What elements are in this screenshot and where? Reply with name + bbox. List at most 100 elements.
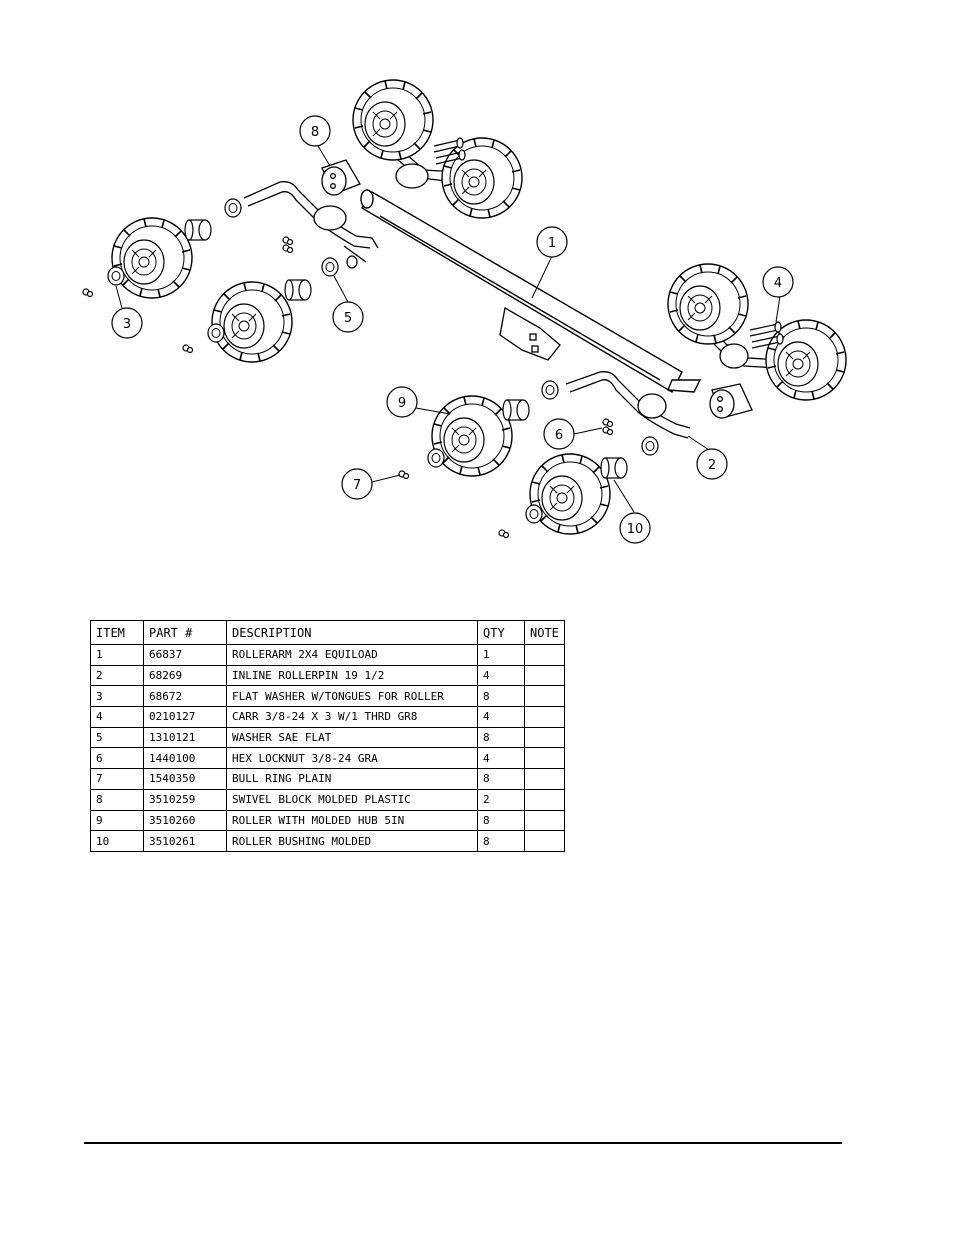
bushing-left-upper	[184, 219, 212, 241]
cell-description: INLINE ROLLERPIN 19 1/2	[226, 664, 478, 687]
washer-2	[321, 257, 339, 277]
cell-item: 7	[90, 768, 144, 790]
cell-qty: 8	[477, 726, 525, 749]
header-description: DESCRIPTION	[226, 620, 478, 645]
bushing-bottom	[600, 457, 628, 479]
callout-6: 6	[543, 418, 575, 450]
cell-qty: 4	[477, 664, 525, 687]
callout-7: 7	[341, 468, 373, 500]
cell-note	[524, 768, 565, 790]
cell-qty: 8	[477, 809, 525, 832]
mounting-bracket	[499, 306, 561, 361]
svg-text:9: 9	[398, 396, 406, 411]
roller-left-upper	[111, 217, 193, 299]
washer-4	[207, 323, 225, 343]
cell-note	[524, 830, 565, 852]
svg-text:8: 8	[311, 125, 319, 140]
bull-ring-3	[398, 470, 410, 480]
carriage-bolts-right	[749, 321, 784, 349]
roller-top-left	[352, 79, 434, 161]
swivel-block-lower	[709, 383, 753, 419]
bushing-center	[502, 399, 530, 421]
callout-9: 9	[386, 386, 418, 418]
cell-part-number: 3510260	[143, 809, 227, 832]
svg-text:10: 10	[627, 522, 644, 537]
cell-part-number: 1310121	[143, 726, 227, 749]
roller-top-right	[441, 137, 523, 219]
svg-text:4: 4	[774, 276, 782, 291]
cell-qty: 2	[477, 788, 525, 811]
cell-qty: 8	[477, 830, 525, 852]
table-row: 6 1440100 HEX LOCKNUT 3/8-24 GRA 4	[90, 747, 565, 770]
cell-part-number: 3510261	[143, 830, 227, 852]
cell-qty: 4	[477, 747, 525, 770]
callout-2: 2	[696, 448, 728, 480]
cell-qty: 8	[477, 768, 525, 790]
callout-10: 10	[619, 512, 651, 544]
washer-6	[641, 436, 659, 456]
roller-right-upper	[667, 263, 749, 345]
header-qty: QTY	[477, 620, 525, 645]
svg-text:5: 5	[344, 311, 352, 326]
cell-part-number: 1440100	[143, 747, 227, 770]
exploded-assembly-diagram: 1 2 3 4 5 6 7 8 9 10	[82, 79, 847, 544]
cell-item: 4	[90, 706, 144, 728]
cell-item: 2	[90, 664, 144, 687]
washer-3	[107, 266, 125, 286]
callout-4: 4	[762, 266, 794, 298]
cell-description: ROLLERARM 2X4 EQUILOAD	[226, 644, 478, 666]
footer-divider	[84, 1142, 842, 1144]
cell-description: ROLLER BUSHING MOLDED	[226, 830, 478, 852]
table-row: 10 3510261 ROLLER BUSHING MOLDED 8	[90, 830, 565, 852]
parts-list-table: ITEM PART # DESCRIPTION QTY NOTE 1 66837…	[90, 620, 565, 852]
cell-description: WASHER SAE FLAT	[226, 726, 478, 749]
cell-description: FLAT WASHER W/TONGUES FOR ROLLER	[226, 685, 478, 708]
svg-text:2: 2	[708, 458, 716, 473]
table-row: 5 1310121 WASHER SAE FLAT 8	[90, 726, 565, 749]
header-part-number: PART #	[143, 620, 227, 645]
carriage-bolts-top	[433, 137, 466, 165]
washer-8	[525, 504, 543, 524]
bull-ring-2	[182, 344, 194, 354]
washer-1	[224, 198, 242, 218]
cell-item: 1	[90, 644, 144, 666]
svg-text:1: 1	[548, 236, 556, 251]
cell-note	[524, 747, 565, 770]
roller-center	[431, 395, 513, 477]
washer-7	[427, 448, 445, 468]
cell-note	[524, 788, 565, 811]
washer-5	[541, 380, 559, 400]
cell-item: 6	[90, 747, 144, 770]
roller-arm-lower-right	[565, 371, 691, 439]
cell-description: ROLLER WITH MOLDED HUB 5IN	[226, 809, 478, 832]
cell-description: HEX LOCKNUT 3/8-24 GRA	[226, 747, 478, 770]
cell-part-number: 68672	[143, 685, 227, 708]
table-row: 1 66837 ROLLERARM 2X4 EQUILOAD 1	[90, 644, 565, 666]
cell-description: BULL RING PLAIN	[226, 768, 478, 790]
cell-note	[524, 664, 565, 687]
table-row: 9 3510260 ROLLER WITH MOLDED HUB 5IN 8	[90, 809, 565, 832]
callout-8: 8	[299, 115, 331, 147]
cell-part-number: 68269	[143, 664, 227, 687]
cell-part-number: 3510259	[143, 788, 227, 811]
swivel-block-upper	[321, 159, 361, 196]
svg-text:7: 7	[353, 478, 361, 493]
header-note: NOTE	[524, 620, 565, 645]
cell-note	[524, 809, 565, 832]
bull-ring-4	[498, 529, 510, 539]
bull-ring-1	[82, 288, 94, 298]
roller-bottom	[529, 453, 611, 535]
cell-part-number: 1540350	[143, 768, 227, 790]
callout-3: 3	[111, 307, 143, 339]
cell-item: 5	[90, 726, 144, 749]
cell-part-number: 0210127	[143, 706, 227, 728]
hex-locknut-lower	[602, 418, 614, 436]
callout-1: 1	[536, 226, 568, 258]
svg-text:6: 6	[555, 428, 563, 443]
cell-item: 9	[90, 809, 144, 832]
cell-description: CARR 3/8-24 X 3 W/1 THRD GR8	[226, 706, 478, 728]
cell-note	[524, 685, 565, 708]
cell-qty: 4	[477, 706, 525, 728]
table-header-row: ITEM PART # DESCRIPTION QTY NOTE	[90, 620, 565, 645]
table-row: 7 1540350 BULL RING PLAIN 8	[90, 768, 565, 790]
